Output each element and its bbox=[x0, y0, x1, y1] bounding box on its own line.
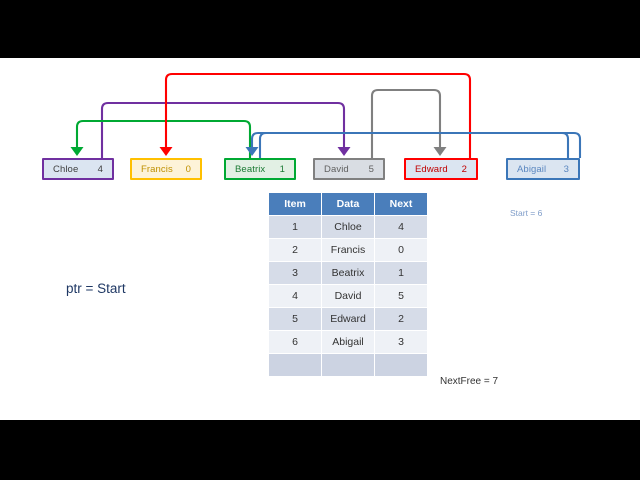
node-next-label: 5 bbox=[368, 163, 374, 175]
node-name-label: Abigail bbox=[517, 163, 547, 175]
table-cell: 6 bbox=[269, 331, 321, 353]
node-next-label: 1 bbox=[279, 163, 285, 175]
node-next-label: 4 bbox=[97, 163, 103, 175]
node-box-david[interactable]: David 5 bbox=[313, 158, 385, 180]
start-pointer-label: Start = 6 bbox=[510, 208, 543, 218]
table-cell: Edward bbox=[322, 308, 374, 330]
wire-chloe-to-david bbox=[100, 101, 346, 158]
wire-edward-to-francis bbox=[164, 72, 472, 158]
arrow-into-edward-icon bbox=[433, 147, 447, 156]
arrow-into-chloe-icon bbox=[70, 147, 84, 156]
table-cell: 4 bbox=[269, 285, 321, 307]
wire-david-to-edward bbox=[370, 88, 442, 158]
table-cell: Chloe bbox=[322, 216, 374, 238]
table-cell: Abigail bbox=[322, 331, 374, 353]
node-box-edward[interactable]: Edward 2 bbox=[404, 158, 478, 180]
table-cell: 1 bbox=[269, 216, 321, 238]
table-header-cell: Next bbox=[375, 193, 427, 215]
table-cell: 2 bbox=[269, 239, 321, 261]
table-cell: 0 bbox=[375, 239, 427, 261]
node-next-label: 0 bbox=[185, 163, 191, 175]
code-line-1: ptr = Start bbox=[66, 281, 126, 296]
table-cell bbox=[322, 354, 374, 376]
node-box-francis[interactable]: Francis 0 bbox=[130, 158, 202, 180]
node-name-label: David bbox=[324, 163, 349, 175]
table-cell: 2 bbox=[375, 308, 427, 330]
table-cell: 5 bbox=[375, 285, 427, 307]
wire-francis-to-chloe bbox=[75, 119, 252, 158]
node-box-beatrix[interactable]: Beatrix 1 bbox=[224, 158, 296, 180]
table-cell: Beatrix bbox=[322, 262, 374, 284]
table-cell: Francis bbox=[322, 239, 374, 261]
table-cell: 1 bbox=[375, 262, 427, 284]
table-cell bbox=[375, 354, 427, 376]
node-box-chloe[interactable]: Chloe 4 bbox=[42, 158, 114, 180]
pointer-arrow-network bbox=[70, 72, 582, 158]
node-box-abigail[interactable]: Abigail 3 bbox=[506, 158, 580, 180]
table-cell: 3 bbox=[269, 262, 321, 284]
node-next-label: 2 bbox=[461, 163, 467, 175]
table-row-empty bbox=[269, 354, 427, 376]
nextfree-pointer-label: NextFree = 7 bbox=[440, 376, 499, 387]
node-name-label: Chloe bbox=[53, 163, 79, 175]
table-header-cell: Item bbox=[269, 193, 321, 215]
node-name-label: Beatrix bbox=[235, 163, 266, 175]
table-cell: 5 bbox=[269, 308, 321, 330]
arrow-into-francis-icon bbox=[159, 147, 173, 156]
letterbox-top bbox=[0, 0, 640, 58]
table-cell: 3 bbox=[375, 331, 427, 353]
arrow-into-beatrix-icon bbox=[245, 147, 259, 156]
letterbox-bottom bbox=[0, 420, 640, 480]
table-cell bbox=[269, 354, 321, 376]
code-blank-line bbox=[66, 351, 276, 363]
wire-beatrix-to-abigail bbox=[258, 131, 582, 158]
node-next-label: 3 bbox=[563, 163, 569, 175]
node-name-label: Francis bbox=[141, 163, 173, 175]
wire-abigail-to-beatrix bbox=[250, 131, 570, 158]
table-cell: 4 bbox=[375, 216, 427, 238]
node-name-label: Edward bbox=[415, 163, 448, 175]
table-header-cell: Data bbox=[322, 193, 374, 215]
table-cell: David bbox=[322, 285, 374, 307]
arrow-into-david-icon bbox=[337, 147, 351, 156]
